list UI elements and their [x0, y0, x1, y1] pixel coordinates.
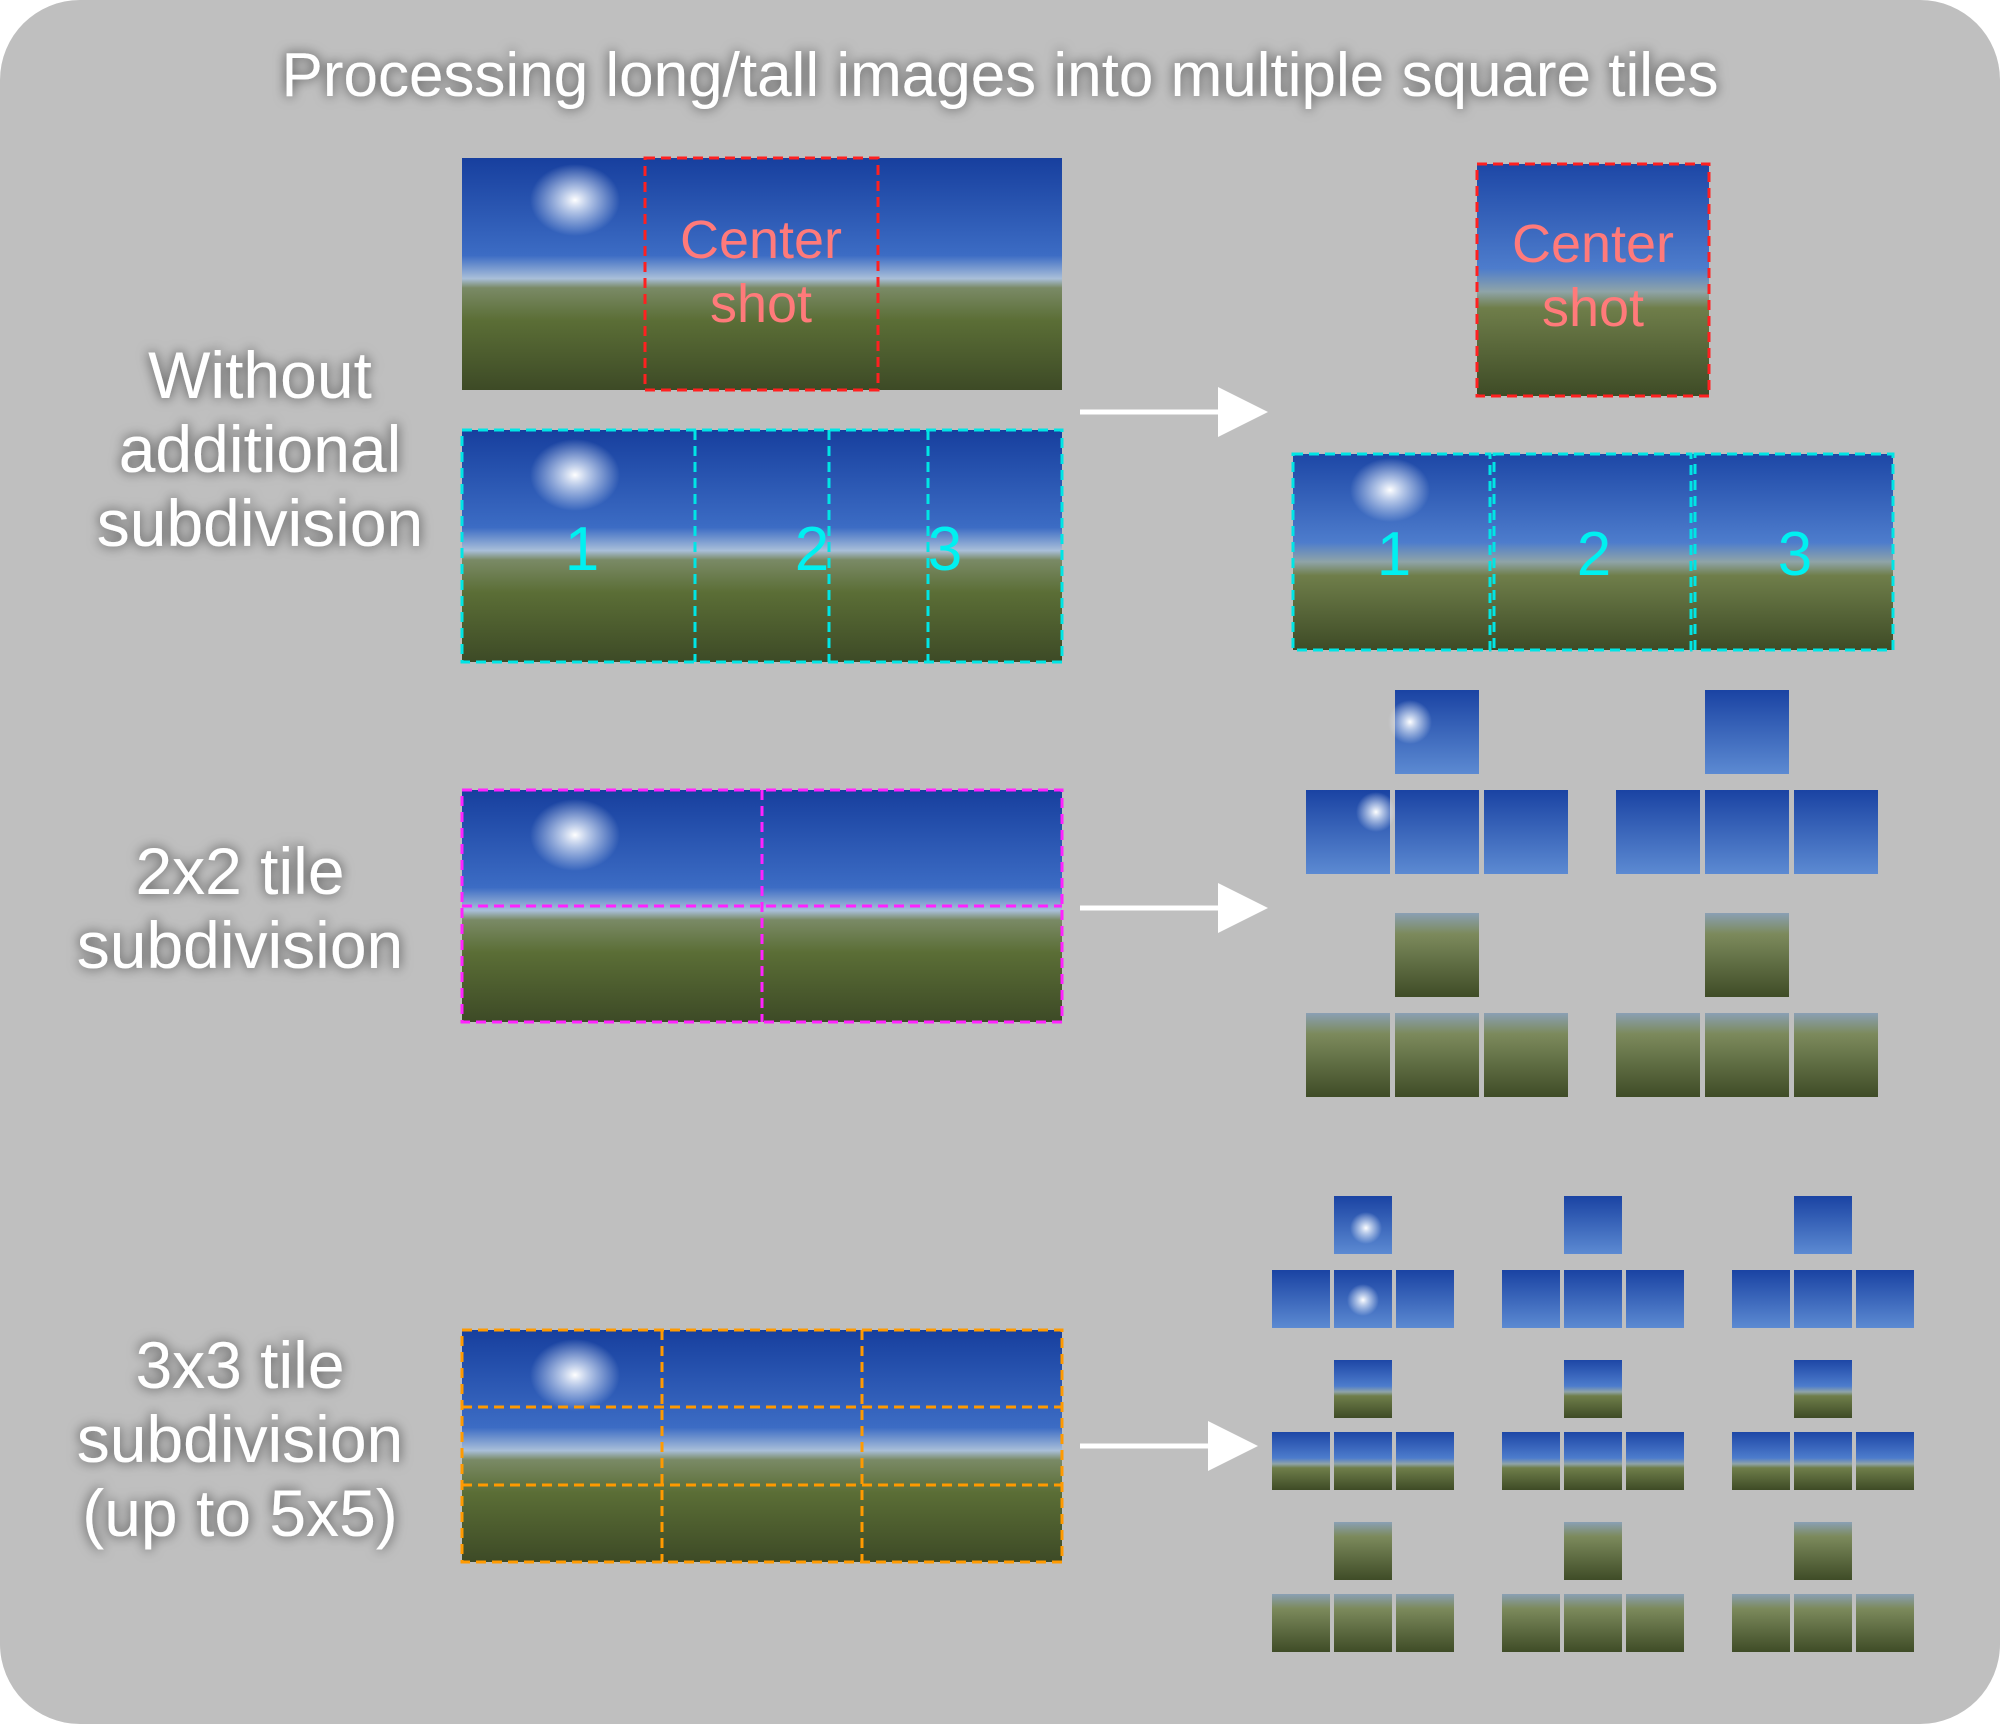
row-label-line: 2x2 tile [135, 834, 344, 908]
tile-number-2: 2 [795, 515, 829, 584]
output-3x3-pyramids [1272, 1196, 1914, 1652]
row-label-line: subdivision [77, 1402, 404, 1476]
panorama-3x3 [460, 1328, 1064, 1564]
output-center-shot: Center shot [1475, 162, 1711, 398]
output-tile-number-1: 1 [1377, 520, 1411, 589]
panorama-2x2 [460, 788, 1064, 1024]
output-tile-number-2: 2 [1577, 520, 1611, 589]
tile-number-1: 1 [565, 515, 599, 584]
row-label-line: 3x3 tile [135, 1328, 344, 1402]
row-label-2x2: 2x2 tile subdivision [77, 834, 404, 982]
row-label-line: additional [119, 412, 402, 486]
output-three-tiles: 1 2 3 [1291, 452, 1895, 652]
row-label-line: (up to 5x5) [82, 1476, 398, 1550]
row-label-line: subdivision [97, 486, 424, 560]
center-shot-output-label: Center [1512, 214, 1674, 274]
row-label-no-subdivision: Without additional subdivision [97, 338, 424, 560]
center-shot-output-label: shot [1542, 278, 1644, 338]
diagram-title: Processing long/tall images into multipl… [281, 41, 1718, 110]
row-label-line: Without [148, 338, 372, 412]
row-label-3x3: 3x3 tile subdivision (up to 5x5) [77, 1328, 404, 1550]
center-shot-box [643, 156, 880, 392]
panorama-center-shot: Center shot [462, 156, 1062, 392]
row-label-line: subdivision [77, 908, 404, 982]
panorama-three-tiles: 1 2 3 [460, 428, 1064, 664]
output-tile-number-3: 3 [1778, 520, 1812, 589]
center-shot-label: shot [710, 274, 812, 334]
tile-number-3: 3 [928, 515, 962, 584]
center-shot-label: Center [680, 210, 842, 270]
output-2x2-pyramids [1306, 690, 1878, 1097]
